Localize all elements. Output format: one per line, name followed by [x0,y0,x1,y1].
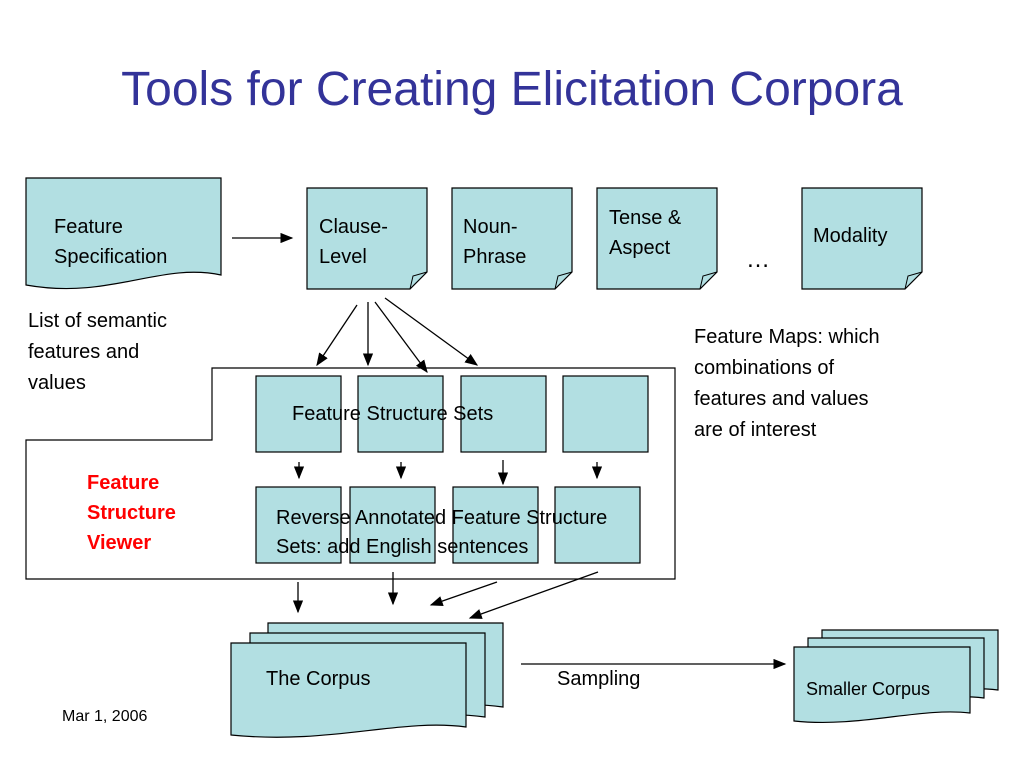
smaller-corpus-stack [793,629,999,724]
fs-set-box-1 [255,375,342,453]
viewer-label-line3: Viewer [87,532,152,554]
tense-aspect-line1: Tense & [609,207,682,229]
clause-level-box [306,187,428,290]
maps-note-line4: are of interest [694,419,817,441]
arrow-to-corpus-3 [429,581,498,607]
modality-box [801,187,923,290]
spec-note-line3: values [28,372,86,394]
viewer-label-line2: Structure [87,502,176,524]
reverse-label-line1: Reverse Annotated Feature Structure [276,507,608,529]
arrow-to-corpus-4 [468,571,599,619]
feature-spec-line2: Specification [54,246,168,268]
maps-note-line3: features and values [694,388,869,410]
noun-phrase-box [451,187,573,290]
slide-date: Mar 1, 2006 [62,708,148,725]
fs-set-box-4 [562,375,649,453]
arrow-clause-fs-4 [384,297,479,366]
reverse-box-1 [255,486,342,564]
feature-structure-viewer-frame [25,367,676,580]
reverse-box-3 [452,486,539,564]
clause-level-line2: Level [319,246,367,268]
reverse-label-line2: Sets: add English sentences [276,536,529,558]
fs-sets-label: Feature Structure Sets [292,403,494,425]
tense-aspect-box [596,187,718,290]
sampling-label: Sampling [557,668,641,690]
ellipsis: … [746,246,770,273]
corpus-label: The Corpus [266,668,371,690]
clause-level-line1: Clause- [319,216,388,238]
maps-note-line2: combinations of [694,357,835,379]
modality-label: Modality [813,225,888,247]
maps-note-line1: Feature Maps: which [694,326,880,348]
viewer-label: Feature Structure Viewer [87,468,176,558]
arrow-clause-fs-3 [374,301,428,374]
fs-set-box-3 [460,375,547,453]
spec-note-line1: List of semantic [28,310,167,332]
noun-phrase-line2: Phrase [463,246,527,268]
smaller-corpus-label: Smaller Corpus [806,679,931,699]
reverse-box-2 [349,486,436,564]
arrow-clause-fs-1 [316,304,358,367]
fs-set-box-2 [357,375,444,453]
feature-spec-line1: Feature [54,216,123,238]
reverse-box-4 [554,486,641,564]
spec-note-line2: features and [28,341,140,363]
feature-specification-box [25,177,222,290]
tense-aspect-line2: Aspect [609,237,671,259]
viewer-label-line1: Feature [87,472,160,494]
noun-phrase-line1: Noun- [463,216,518,238]
slide-title: Tools for Creating Elicitation Corpora [121,63,903,116]
corpus-stack [230,622,504,738]
